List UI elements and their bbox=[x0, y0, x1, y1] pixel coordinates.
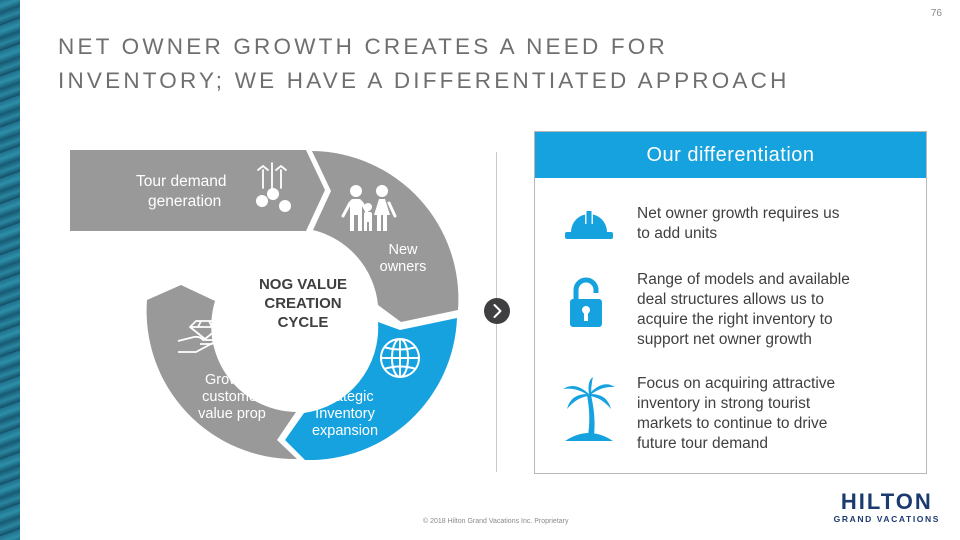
family-icon bbox=[341, 185, 397, 231]
panel-header: Our differentiation bbox=[535, 132, 926, 178]
next-arrow-button[interactable] bbox=[484, 298, 510, 324]
svg-text:Tour demand: Tour demand bbox=[136, 173, 226, 190]
segment-tour-demand bbox=[70, 150, 325, 231]
item-3-line-3: markets to continue to drive bbox=[637, 415, 828, 432]
strategic-label-line1: Strategic bbox=[316, 389, 373, 405]
slide-title: NET OWNER GROWTH CREATES A NEED FOR INVE… bbox=[58, 30, 790, 98]
segment-growing-customer bbox=[146, 285, 297, 460]
copyright-footer: © 2018 Hilton Grand Vacations Inc. Propr… bbox=[423, 518, 569, 525]
item-2-line-3: acquire the right inventory to bbox=[637, 311, 833, 328]
diamond-hand-icon bbox=[177, 320, 228, 353]
hard-hat-icon bbox=[565, 210, 613, 239]
unlocked-padlock-icon bbox=[570, 277, 602, 327]
item-1-line-2: to add units bbox=[637, 225, 718, 242]
tour-label-line2: generation bbox=[148, 193, 221, 210]
owners-label-line2: owners bbox=[380, 259, 427, 275]
hilton-grand-vacations-logo: HILTON GRAND VACATIONS bbox=[833, 489, 940, 525]
center-label-line2: CREATION bbox=[264, 295, 341, 312]
differentiation-item-3: Focus on acquiring attractive inventory … bbox=[637, 374, 917, 454]
palm-tree-icon bbox=[563, 377, 615, 441]
money-tree-icon bbox=[257, 162, 287, 191]
item-2-line-1: Range of models and available bbox=[637, 271, 850, 288]
center-label-line1: NOG VALUE bbox=[259, 276, 347, 293]
chevron-right-icon bbox=[493, 304, 502, 318]
differentiation-item-1: Net owner growth requires us to add unit… bbox=[637, 204, 917, 244]
item-3-line-2: inventory in strong tourist bbox=[637, 395, 811, 412]
globe-icon bbox=[380, 338, 420, 378]
page-number: 76 bbox=[930, 8, 942, 19]
strategic-label-line3: expansion bbox=[312, 423, 378, 439]
item-2-line-2: deal structures allows us to bbox=[637, 291, 824, 308]
segment-strategic-inventory bbox=[285, 318, 457, 461]
svg-text:generation: generation bbox=[148, 193, 221, 210]
item-3-line-4: future tour demand bbox=[637, 435, 768, 452]
differentiation-item-2: Range of models and available deal struc… bbox=[637, 270, 917, 350]
logo-sub-text: GRAND VACATIONS bbox=[833, 514, 940, 524]
growing-label-line3: value prop bbox=[198, 406, 266, 422]
strategic-label-line2: Inventory bbox=[315, 406, 375, 422]
tour-label-line1: Tour demand bbox=[136, 173, 226, 190]
segment-new-owners bbox=[312, 151, 459, 322]
center-label-line3: CYCLE bbox=[278, 314, 329, 331]
item-1-line-1: Net owner growth requires us bbox=[637, 205, 840, 222]
item-3-line-1: Focus on acquiring attractive bbox=[637, 375, 836, 392]
coin-icons bbox=[256, 188, 291, 212]
owners-label-line1: New bbox=[388, 242, 418, 258]
differentiation-panel: Our differentiation Net owner growth req… bbox=[534, 131, 927, 474]
logo-main-text: HILTON bbox=[840, 489, 933, 514]
title-line-1: NET OWNER GROWTH CREATES A NEED FOR bbox=[58, 34, 668, 59]
title-line-2: INVENTORY; WE HAVE A DIFFERENTIATED APPR… bbox=[58, 68, 790, 93]
growing-label-line2: customer bbox=[202, 389, 262, 405]
growing-label-line1: Growing bbox=[205, 372, 259, 388]
decorative-sidebar bbox=[0, 0, 20, 540]
item-2-line-4: support net owner growth bbox=[637, 331, 812, 348]
